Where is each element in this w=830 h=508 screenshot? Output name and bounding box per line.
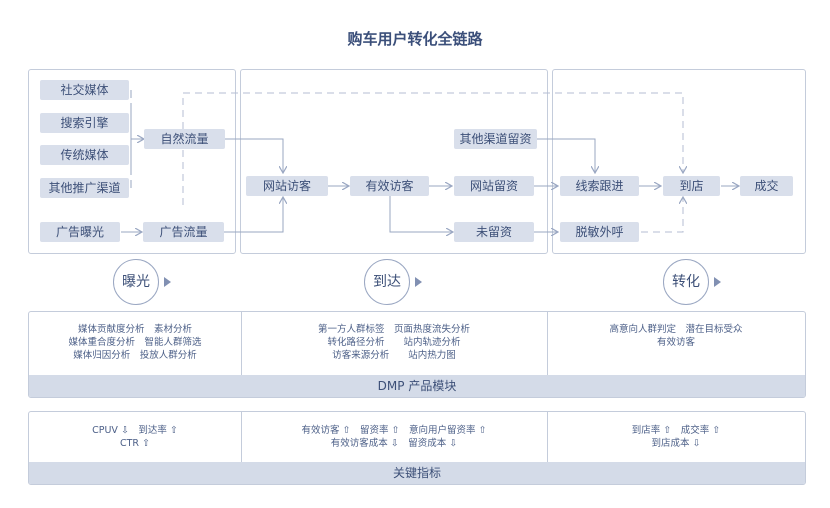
key-metrics-label: 关键指标 (29, 462, 805, 484)
node-deal: 成交 (740, 176, 793, 196)
node-other-retain: 其他渠道留资 (454, 129, 537, 149)
dmp-module-label: DMP 产品模块 (29, 375, 805, 397)
stage-arrival-circle: 到达 (364, 259, 410, 305)
dmp-col1-line: 媒体归因分析 投放人群分析 (73, 350, 197, 361)
dmp-divider-1 (241, 312, 242, 375)
metrics-col2: 有效访客 ⇧ 留资率 ⇧ 意向用户留资率 ⇧ 有效访客成本 ⇩ 留资成本 ⇩ (241, 424, 547, 450)
dmp-col2-line: 转化路径分析 站内轨迹分析 (327, 337, 461, 348)
dmp-col3-line: 高意向人群判定 潜在目标受众 (609, 324, 743, 335)
node-ad-exposure: 广告曝光 (40, 222, 120, 242)
node-not-retain: 未留资 (454, 222, 534, 242)
metrics-col2-line: 有效访客 ⇧ 留资率 ⇧ 意向用户留资率 ⇧ (301, 425, 487, 436)
dmp-divider-2 (547, 312, 548, 375)
node-social-media: 社交媒体 (40, 80, 129, 100)
page-title: 购车用户转化全链路 (347, 30, 483, 48)
node-desensitized-call: 脱敏外呼 (560, 222, 639, 242)
metrics-col3: 到店率 ⇧ 成交率 ⇧ 到店成本 ⇩ (547, 424, 805, 450)
node-site-visitor: 网站访客 (246, 176, 328, 196)
node-other-promo: 其他推广渠道 (40, 178, 129, 198)
node-to-store: 到店 (663, 176, 720, 196)
dmp-col3: 高意向人群判定 潜在目标受众 有效访客 (547, 323, 805, 349)
node-ad-traffic: 广告流量 (143, 222, 224, 242)
dmp-col2-line: 访客来源分析 站内热力图 (332, 350, 456, 361)
metrics-divider-1 (241, 412, 242, 462)
metrics-col1: CPUV ⇩ 到达率 ⇧ CTR ⇧ (29, 424, 241, 450)
dmp-module-panel: 媒体贡献度分析 素材分析 媒体重合度分析 智能人群筛选 媒体归因分析 投放人群分… (28, 311, 806, 398)
node-natural-traffic: 自然流量 (144, 129, 225, 149)
dmp-col2: 第一方人群标签 页面热度流失分析 转化路径分析 站内轨迹分析 访客来源分析 站内… (241, 323, 547, 362)
metrics-col1-line: CTR ⇧ (119, 438, 151, 449)
stage-exposure-circle: 曝光 (113, 259, 159, 305)
key-metrics-panel: CPUV ⇩ 到达率 ⇧ CTR ⇧ 有效访客 ⇧ 留资率 ⇧ 意向用户留资率 … (28, 411, 806, 485)
node-lead-follow: 线索跟进 (560, 176, 639, 196)
stage-exposure-arrow-icon (164, 277, 171, 287)
node-site-retain: 网站留资 (454, 176, 534, 196)
dmp-col3-line: 有效访客 (656, 337, 695, 348)
metrics-divider-2 (547, 412, 548, 462)
stage-conversion-arrow-icon (714, 277, 721, 287)
metrics-col3-line: 到店率 ⇧ 成交率 ⇧ (631, 425, 721, 436)
dmp-col1-line: 媒体贡献度分析 素材分析 (77, 324, 192, 335)
node-search-engine: 搜索引擎 (40, 113, 129, 133)
node-valid-visitor: 有效访客 (350, 176, 429, 196)
stage-conversion-circle: 转化 (663, 259, 709, 305)
metrics-col3-line: 到店成本 ⇩ (651, 438, 701, 449)
dmp-col2-line: 第一方人群标签 页面热度流失分析 (317, 324, 470, 335)
metrics-col2-line: 有效访客成本 ⇩ 留资成本 ⇩ (330, 438, 458, 449)
dmp-col1: 媒体贡献度分析 素材分析 媒体重合度分析 智能人群筛选 媒体归因分析 投放人群分… (29, 323, 241, 362)
metrics-col1-line: CPUV ⇩ 到达率 ⇧ (92, 425, 178, 436)
stage-arrival-arrow-icon (415, 277, 422, 287)
node-traditional-media: 传统媒体 (40, 145, 129, 165)
dmp-col1-line: 媒体重合度分析 智能人群筛选 (68, 337, 202, 348)
